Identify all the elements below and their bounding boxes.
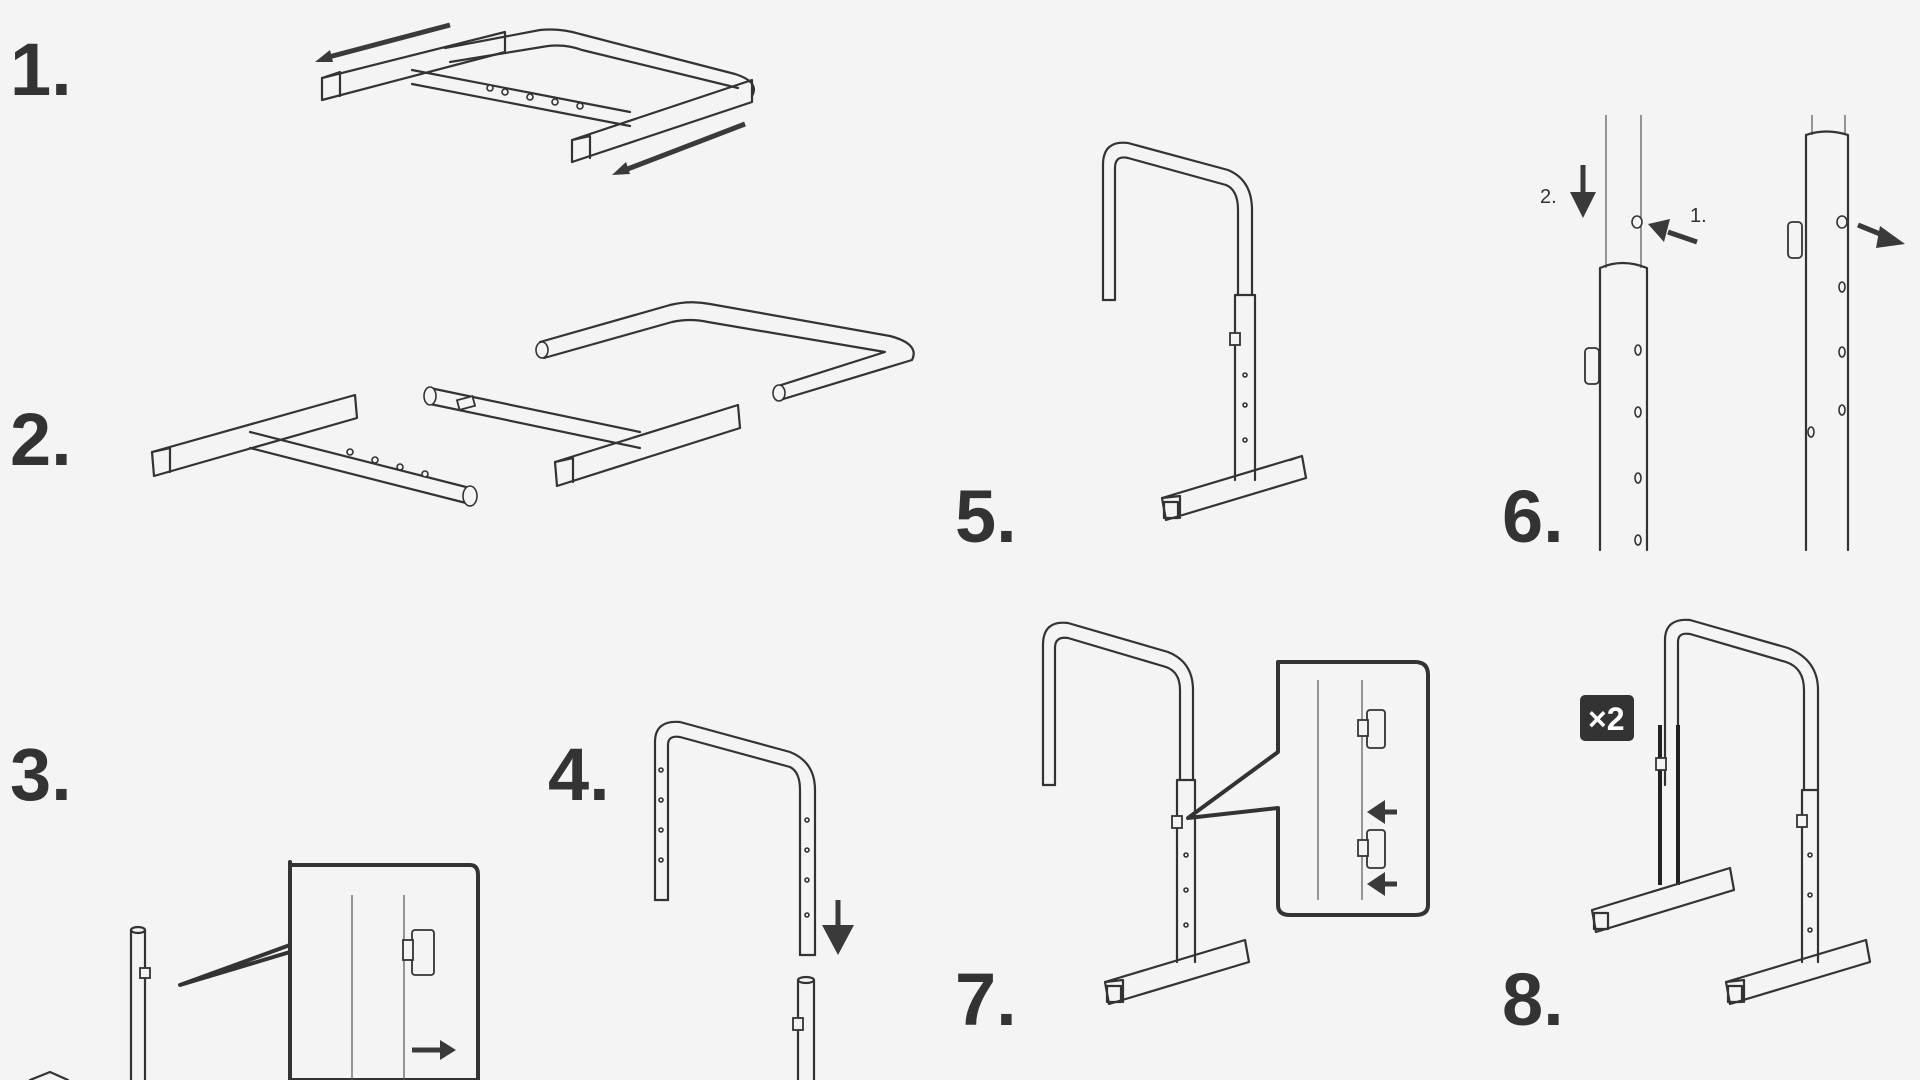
step-4-illustration [653,720,854,1080]
step-7-label: 7. [955,958,1017,1041]
arrow-icon [1876,226,1905,248]
step-2-illustration [150,301,915,507]
wing-knob-icon [1366,829,1386,869]
slide-arrow-icon [324,22,451,61]
slide-arrow-icon [624,121,746,173]
step-8-label: 8. [1502,958,1564,1041]
step-5-label: 5. [955,475,1017,558]
wing-knob-icon [455,394,477,412]
step-6-push-label: 1. [1690,205,1707,227]
wing-knob-icon [1366,709,1386,749]
wing-knob-icon [1584,347,1600,385]
wing-knob-icon [1796,814,1808,828]
step-8-illustration: ×2 [1580,618,1872,1006]
quantity-badge [1580,695,1634,741]
arrow-icon [1367,800,1385,824]
step-1-illustration [315,22,756,175]
step-6-illustration: 2. 1. [1540,115,1905,552]
step-5-illustration [1101,141,1308,522]
quantity-badge-text: ×2 [1588,701,1624,737]
step-3-illustration [28,860,480,1080]
wing-knob-icon [139,967,151,979]
callout-zoom-icon [1186,660,1430,917]
step-3-label: 3. [10,733,72,816]
wing-knob-icon [1229,332,1241,346]
step-1-label: 1. [10,28,72,111]
step-6-label: 6. [1502,475,1564,558]
wing-knob-icon [1655,757,1667,771]
arrow-icon [1570,192,1596,218]
step-4-label: 4. [548,733,610,816]
step-7-illustration [1041,621,1430,1006]
wing-knob-icon [1787,221,1803,259]
arrow-icon [1648,219,1670,242]
step-6-down-label: 2. [1540,186,1557,208]
arrow-icon [1367,872,1385,896]
wing-knob-icon [1171,815,1183,829]
arrow-icon [440,1040,456,1060]
wing-knob-icon [792,1017,804,1031]
wing-knob-icon [411,929,435,976]
arrow-icon [822,925,854,955]
step-2-label: 2. [10,398,72,481]
